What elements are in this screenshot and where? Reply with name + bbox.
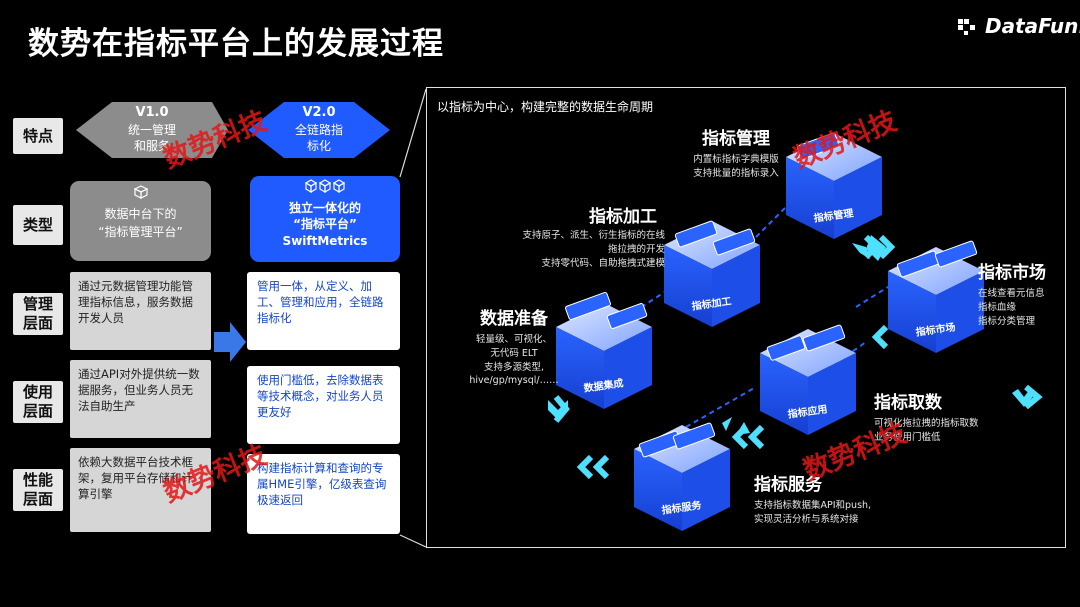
stage-prep-desc-4: hive/gp/mysql/……	[469, 375, 559, 387]
stage-prep-desc-3: 支持多源类型,	[483, 361, 545, 373]
row-label-use: 使用 层面	[13, 381, 63, 423]
stage-query-desc-1: 可视化拖拉拽的指标取数	[874, 418, 979, 429]
datafun-logo: DataFun.	[958, 14, 1080, 38]
cube-metric-application: 指标应用	[760, 329, 856, 435]
v1-type-box: 数据中台下的 “指标管理平台”	[70, 181, 211, 261]
v2-name-line2: 标化	[306, 138, 331, 153]
row-label-feature: 特点	[13, 118, 63, 154]
stage-prep-desc-1: 轻量级、可视化、	[475, 334, 552, 345]
v1-name-line2: 和服务	[133, 138, 170, 153]
v1-name-line1: 统一管理	[127, 122, 176, 137]
v2-manage-box: 管用一体，从定义、加工、管理和应用，全链路指标化	[247, 272, 400, 350]
v2-type-line1: 独立一体化的	[288, 201, 361, 216]
cubes-icon	[304, 179, 346, 194]
datafun-logo-icon	[958, 19, 975, 35]
stage-process-title: 指标加工	[589, 207, 657, 227]
stage-prep-title: 数据准备	[480, 309, 548, 329]
v1-perf-box: 依赖大数据平台技术框架，复用平台存储和计算引擎	[70, 448, 211, 532]
row-label-manage-line2: 层面	[22, 314, 53, 332]
lifecycle-diagram: 数据集成 指标加工 指标管理 指标市场 指标应用 指标服务	[548, 132, 1043, 531]
v2-type-line2: “指标平台”	[293, 217, 357, 232]
v1-manage-box: 通过元数据管理功能管理指标信息，服务数据开发人员	[70, 272, 211, 350]
stage-process-desc-1: 支持原子、派生、衍生指标的在线	[522, 230, 665, 241]
stage-process-desc-3: 支持零代码、自助拖拽式建模	[541, 257, 665, 269]
v1-diamond	[76, 102, 228, 158]
stage-market-desc-2: 指标血缘	[978, 301, 1017, 313]
panel-connector	[399, 88, 427, 548]
tag-chips	[564, 132, 978, 458]
stage-serve-title: 指标服务	[754, 475, 822, 495]
row-label-manage-line1: 管理	[22, 295, 53, 314]
v2-label: V2.0 全链路指 标化	[244, 104, 394, 154]
stage-serve-desc-2: 实现灵活分析与系统对接	[754, 513, 859, 525]
row-label-type-text: 类型	[22, 215, 53, 234]
stage-prep-desc-2: 无代码 ELT	[490, 347, 538, 359]
v2-name-line1: 全链路指	[294, 122, 343, 137]
v1-type-line1: 数据中台下的	[104, 207, 177, 222]
v2-type-box: 独立一体化的 “指标平台” SwiftMetrics	[250, 176, 400, 262]
panel-title: 以指标为中心，构建完整的数据生命周期	[437, 100, 654, 114]
v1-label: V1.0 统一管理 和服务	[72, 104, 232, 154]
row-label-perf-line1: 性能	[22, 471, 53, 490]
v2-diamond	[248, 102, 390, 158]
cubes-icon	[133, 185, 148, 199]
lifecycle-panel	[426, 87, 1066, 548]
v2-type-line3: SwiftMetrics	[282, 233, 368, 248]
stage-query: 指标取数 可视化拖拉拽的指标取数 业务使用门槛低	[874, 388, 1004, 445]
v2-perf-box: 构建指标计算和查询的专属HME引擎，亿级表查询极速返回	[247, 454, 400, 534]
stage-market: 指标市场 在线查看元信息 指标血缘 指标分类管理	[978, 258, 1064, 328]
stage-serve-desc-1: 支持指标数据集API和push,	[754, 500, 872, 511]
stage-query-desc-2: 业务使用门槛低	[874, 431, 941, 443]
stage-query-title: 指标取数	[874, 393, 942, 413]
stage-manage-desc-1: 内置标指标字典模版	[693, 154, 779, 165]
stage-process-desc-2: 拖拉拽的开发	[607, 243, 665, 255]
stage-market-title: 指标市场	[978, 263, 1046, 283]
logo-text: DataFun.	[985, 14, 1080, 38]
stage-prep: 数据准备 轻量级、可视化、 无代码 ELT 支持多源类型, hive/gp/my…	[462, 304, 566, 388]
flow-arrows	[553, 234, 1043, 480]
v2-version: V2.0	[302, 105, 336, 120]
row-label-type: 类型	[13, 205, 63, 245]
row-label-manage: 管理 层面	[13, 293, 63, 335]
right-arrow-icon	[214, 322, 246, 362]
page-title: 数势在指标平台上的发展过程	[28, 26, 444, 62]
stage-market-desc-3: 指标分类管理	[978, 315, 1036, 327]
stage-serve: 指标服务 支持指标数据集API和push, 实现灵活分析与系统对接	[754, 470, 904, 527]
stage-manage-desc-2: 支持批量的指标录入	[693, 167, 779, 179]
v1-type-line2: “指标管理平台”	[98, 224, 183, 239]
row-label-perf: 性能 层面	[13, 469, 63, 511]
v1-use-box: 通过API对外提供统一数据服务，但业务人员无法自助生产	[70, 360, 211, 438]
stage-process: 指标加工 支持原子、派生、衍生指标的在线 拖拉拽的开发 支持零代码、自助拖拽式建…	[505, 202, 665, 270]
row-label-perf-line2: 层面	[22, 490, 53, 508]
row-label-feature-text: 特点	[22, 126, 53, 145]
stage-manage-title: 指标管理	[702, 129, 770, 149]
stage-market-desc-1: 在线查看元信息	[978, 288, 1045, 299]
v2-use-box: 使用门槛低，去除数据表等技术概念，对业务人员更友好	[247, 366, 400, 444]
stage-manage: 指标管理 内置标指标字典模版 支持批量的指标录入	[676, 124, 796, 181]
row-label-use-line2: 层面	[22, 402, 53, 420]
row-label-use-line1: 使用	[22, 383, 53, 402]
v1-version: V1.0	[135, 105, 169, 120]
